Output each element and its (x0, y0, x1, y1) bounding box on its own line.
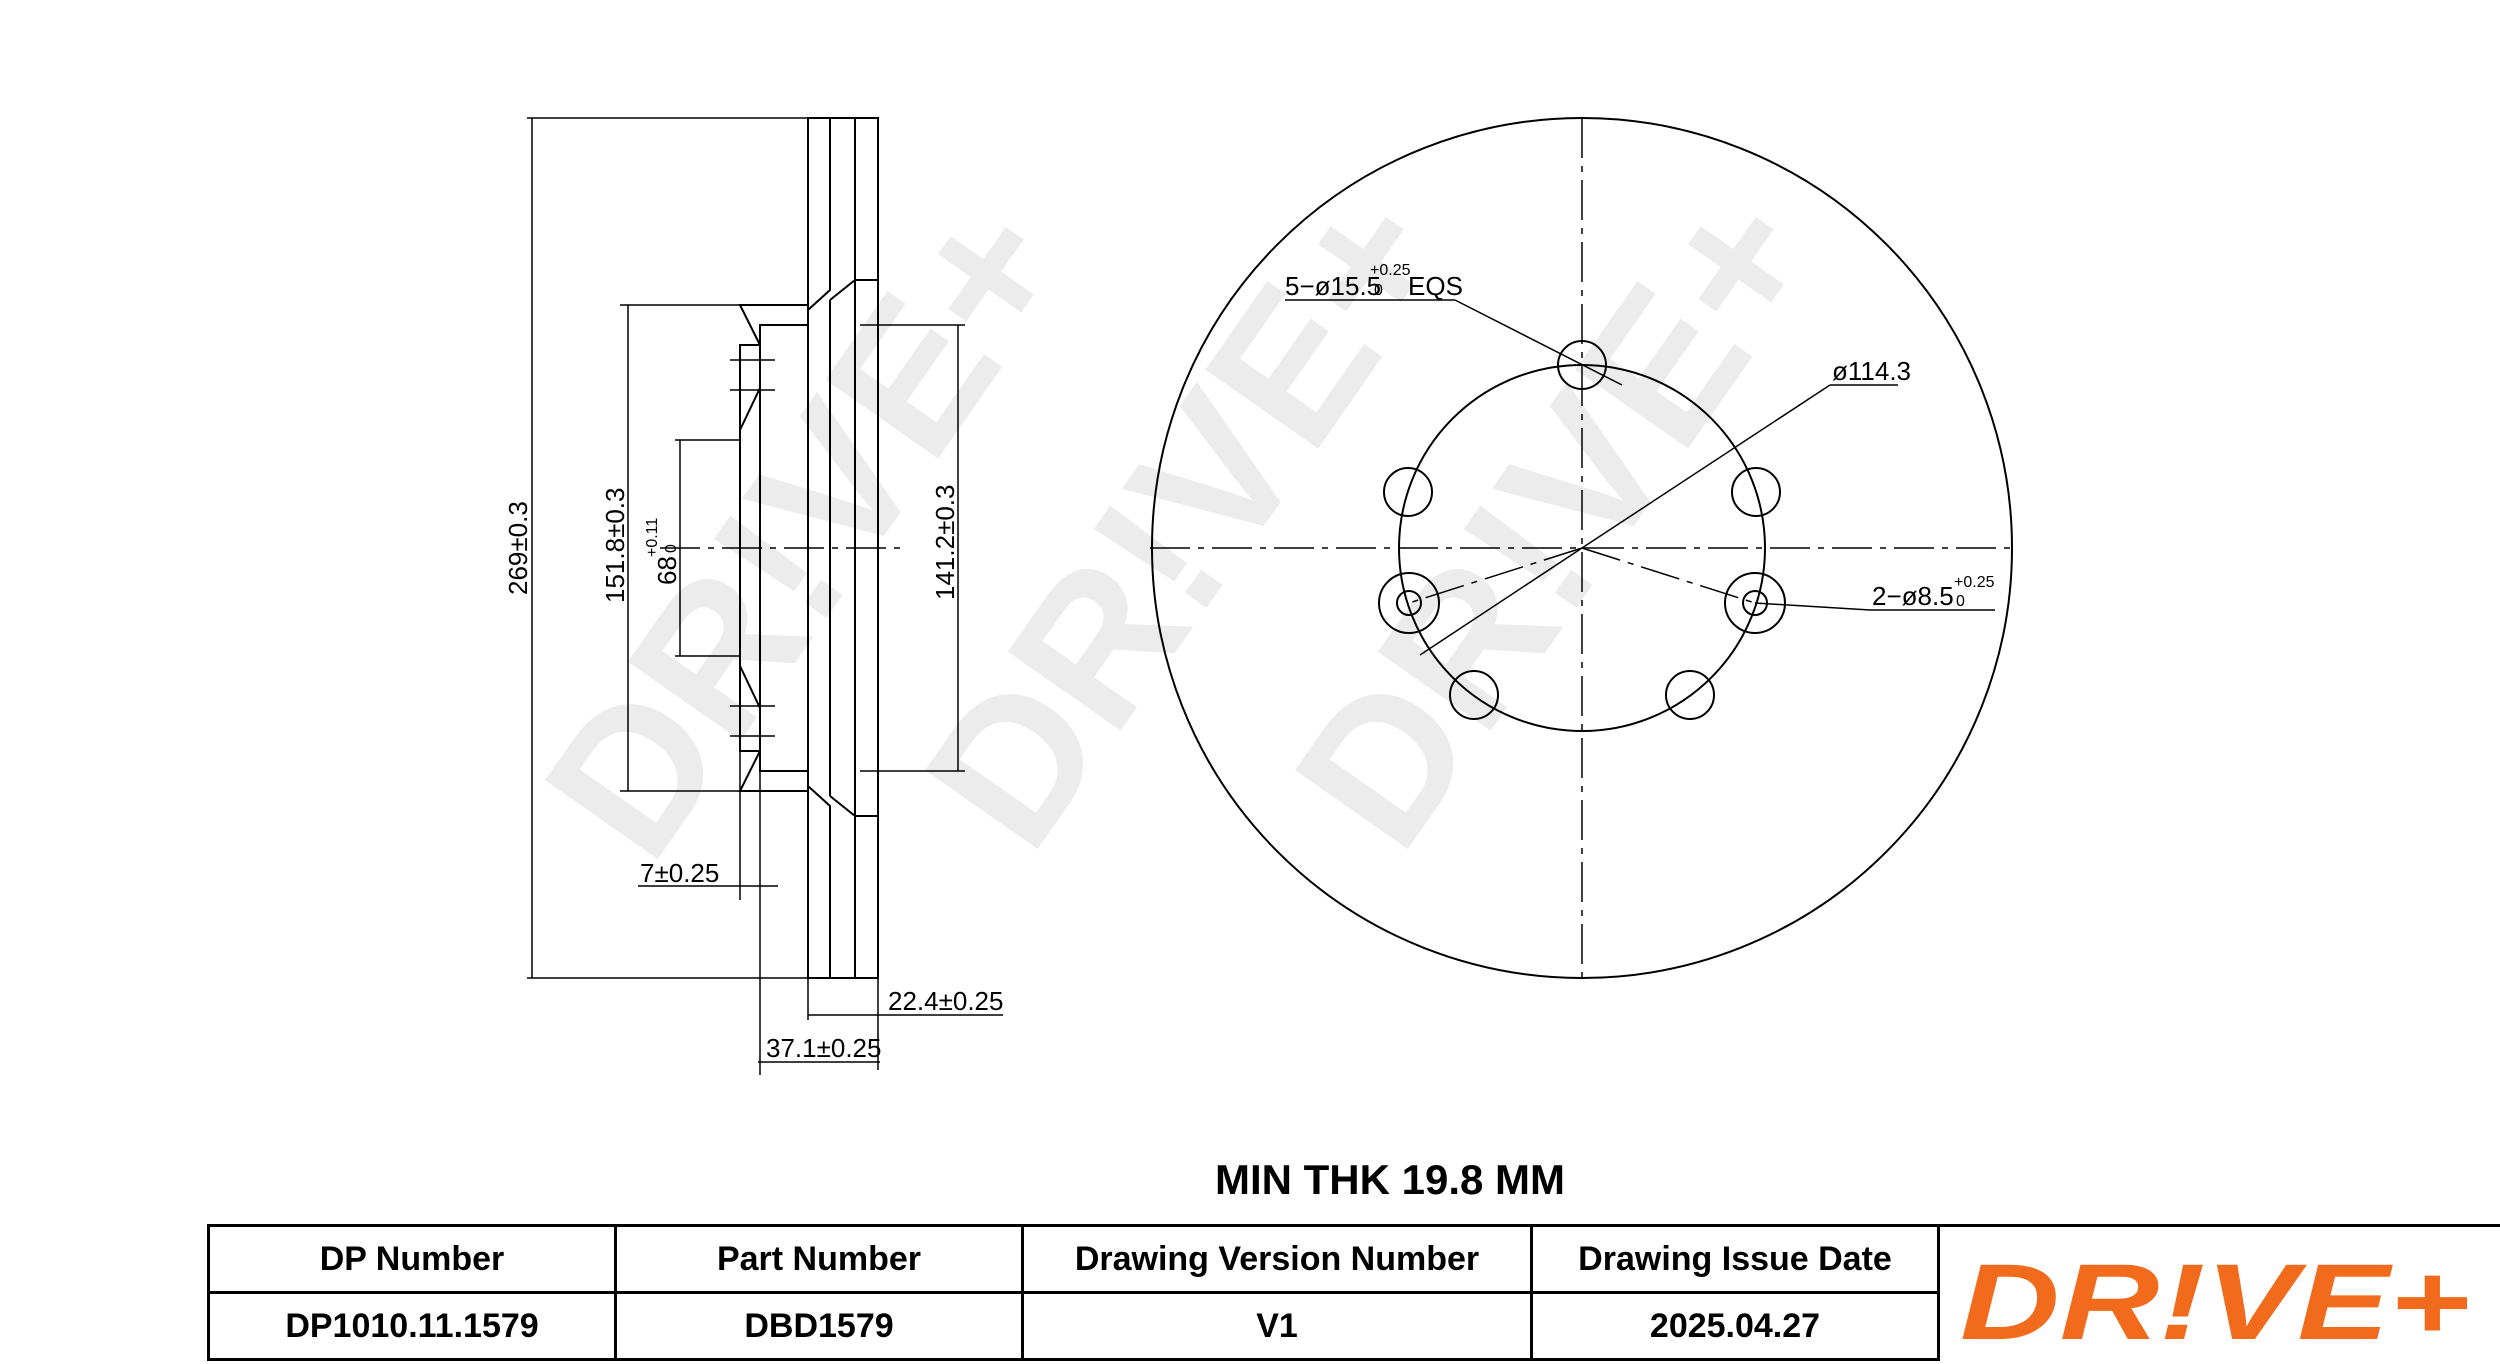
value-dp-number: DP1010.11.1579 (207, 1291, 617, 1361)
section-view: 269±0.3 151.8±0.3 68 +0.11 0 141.2±0.3 7… (503, 117, 1003, 1075)
small-holes-tol-lower: 0 (1956, 593, 1965, 610)
front-view: 5−ø15.5 +0.25 0 EQS ø114.3 2−ø8.5 +0.25 … (1150, 117, 2014, 979)
dim-center-bore-tol-upper: +0.11 (644, 518, 661, 557)
bolt-hole (1557, 340, 1607, 390)
title-block-value-row: DP1010.11.1579 DBD1579 V1 2025.04.27 (207, 1291, 1940, 1361)
dim-outer-diameter: 269±0.3 (503, 501, 533, 595)
min-thickness-note: MIN THK 19.8 MM (1214, 1156, 1566, 1203)
value-issue-date: 2025.04.27 (1530, 1291, 1940, 1361)
logo-box: DR!VE+ (1940, 1224, 2500, 1362)
title-block-header-row: DP Number Part Number Drawing Version Nu… (207, 1224, 1940, 1294)
disc-profile-top (738, 117, 879, 431)
header-dp-number: DP Number (207, 1224, 617, 1294)
watermark-group: DR!VE+ DR!VE+ DR!VE+ (503, 151, 1860, 894)
bolt-hole (1449, 670, 1499, 720)
value-part-number: DBD1579 (614, 1291, 1024, 1361)
drive-logo-text: DR!VE+ (1960, 1241, 2470, 1359)
small-holes-tol-upper: +0.25 (1954, 574, 1995, 591)
header-issue-date: Drawing Issue Date (1530, 1224, 1940, 1294)
header-drawing-version: Drawing Version Number (1021, 1224, 1533, 1294)
drive-logo: DR!VE+ (1960, 1241, 2470, 1362)
small-hole (1378, 572, 1440, 634)
bolt-holes-label: 5−ø15.5 (1285, 271, 1381, 301)
small-holes-label: 2−ø8.5 (1872, 581, 1954, 611)
small-hole (1396, 590, 1422, 616)
dim-overall-height: 37.1±0.25 (766, 1033, 881, 1063)
bolt-holes-suffix: EQS (1408, 271, 1463, 301)
value-drawing-version: V1 (1021, 1291, 1533, 1361)
bolt-holes-tol-upper: +0.25 (1370, 262, 1411, 279)
dim-center-bore: 68 (652, 556, 682, 585)
dim-disc-thickness: 22.4±0.25 (888, 986, 1003, 1016)
title-block: DP Number Part Number Drawing Version Nu… (207, 1224, 1940, 1361)
bolt-hole (1665, 670, 1715, 720)
dim-center-bore-tol-lower: 0 (663, 544, 680, 553)
dim-inner-diameter: 151.8±0.3 (600, 488, 630, 603)
bolt-hole (1731, 467, 1781, 517)
header-part-number: Part Number (614, 1224, 1024, 1294)
bolt-hole (1383, 467, 1433, 517)
bolt-holes-tol-lower: 0 (1374, 282, 1383, 299)
dim-hat-thickness: 7±0.25 (640, 858, 719, 888)
small-hole (1724, 572, 1786, 634)
dim-hat-diameter: 141.2±0.3 (930, 485, 960, 600)
pcd-label: ø114.3 (1832, 356, 1911, 386)
bolt-holes (1378, 340, 1786, 720)
